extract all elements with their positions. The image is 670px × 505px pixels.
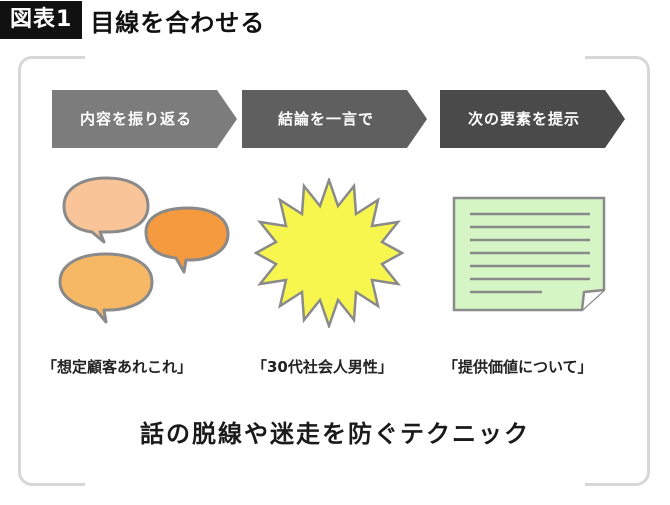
step-1-label: 内容を振り返る — [79, 110, 192, 128]
frame-gap-top — [85, 50, 585, 62]
step-3-label: 次の要素を提示 — [467, 110, 580, 128]
arrow-shape-icon — [242, 90, 427, 148]
step-1-arrow: 内容を振り返る — [52, 90, 237, 148]
speech-bubbles-icon — [56, 172, 236, 336]
caption-30s-male: 「30代社会人男性」 — [252, 358, 393, 376]
frame-gap-bottom — [85, 480, 585, 492]
bottom-title: 話の脱線や迷走を防ぐテクニック — [140, 420, 530, 448]
figure-title: 目線を合わせる — [90, 8, 266, 37]
starburst-icon — [253, 176, 405, 332]
arrow-shape-icon — [440, 90, 625, 148]
step-2-label: 結論を一言で — [277, 110, 374, 128]
caption-target-customers: 「想定顧客あれこれ」 — [42, 358, 193, 376]
figure-header: 図表1 目線を合わせる — [0, 0, 265, 40]
figure-label: 図表1 — [0, 1, 83, 39]
caption-value-proposition: 「提供価値について」 — [443, 358, 593, 376]
step-3-arrow: 次の要素を提示 — [440, 90, 625, 148]
arrow-shape-icon — [52, 90, 237, 148]
step-2-arrow: 結論を一言で — [242, 90, 427, 148]
document-icon — [450, 194, 610, 318]
